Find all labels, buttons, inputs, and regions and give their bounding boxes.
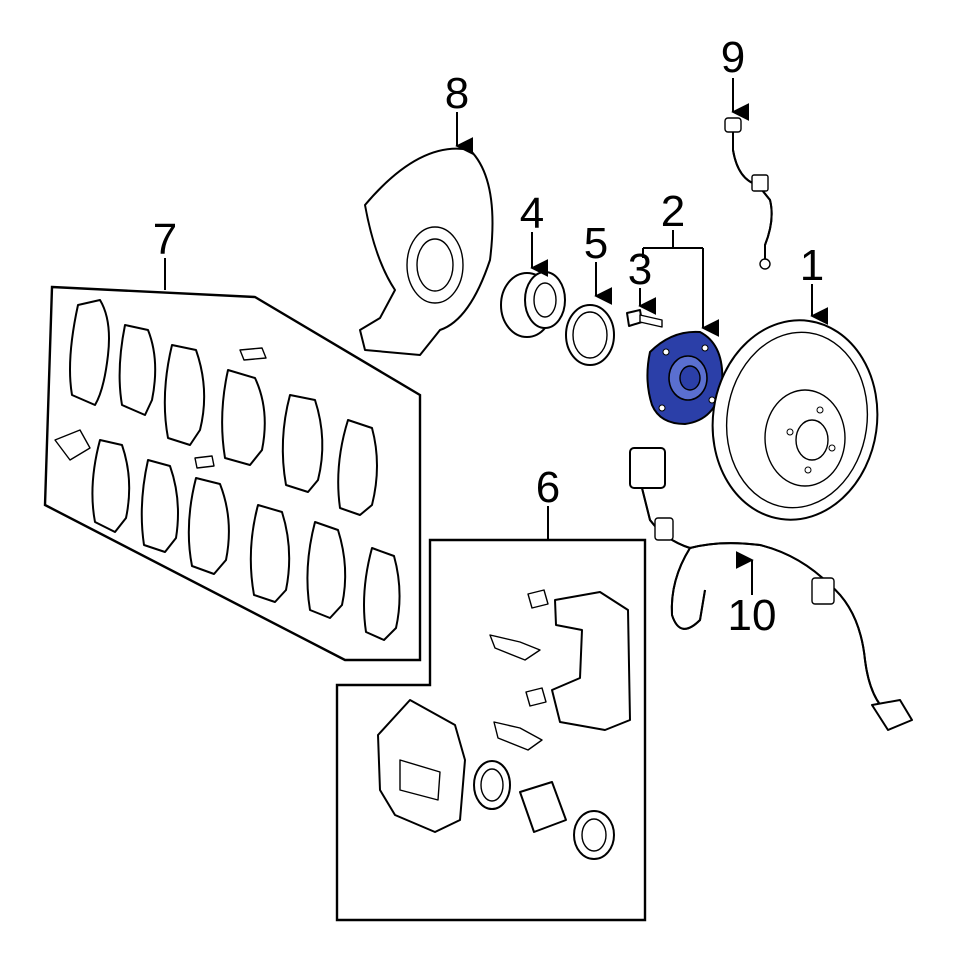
dust-shield: [359, 147, 494, 356]
caliper-kit-panel: [335, 538, 647, 922]
callout-9: 9: [721, 33, 745, 82]
brake-pad: [54, 299, 401, 641]
callout-8: 8: [445, 69, 469, 118]
brake-rotor: [711, 319, 879, 521]
snap-ring: [565, 304, 615, 366]
caliper-parts: [377, 589, 631, 860]
brake-hose: [724, 117, 773, 270]
hub-bolt: [626, 309, 663, 328]
callout-1: 1: [800, 241, 824, 290]
callout-4: 4: [520, 189, 544, 238]
callout-7: 7: [153, 215, 177, 264]
brake-pad-kit-panel: [43, 285, 422, 662]
callout-10: 10: [728, 591, 777, 640]
callout-2: 2: [661, 187, 685, 236]
abs-sensor: [629, 447, 913, 731]
callout-6: 6: [536, 463, 560, 512]
wheel-hub: [646, 330, 724, 426]
wheel-bearing: [500, 271, 566, 338]
callout-3: 3: [628, 245, 652, 294]
leader-lines: [164, 78, 829, 595]
callout-5: 5: [584, 219, 608, 268]
callout-labels: 1 2 3 4 5 6 7 8 9 10: [153, 33, 824, 640]
